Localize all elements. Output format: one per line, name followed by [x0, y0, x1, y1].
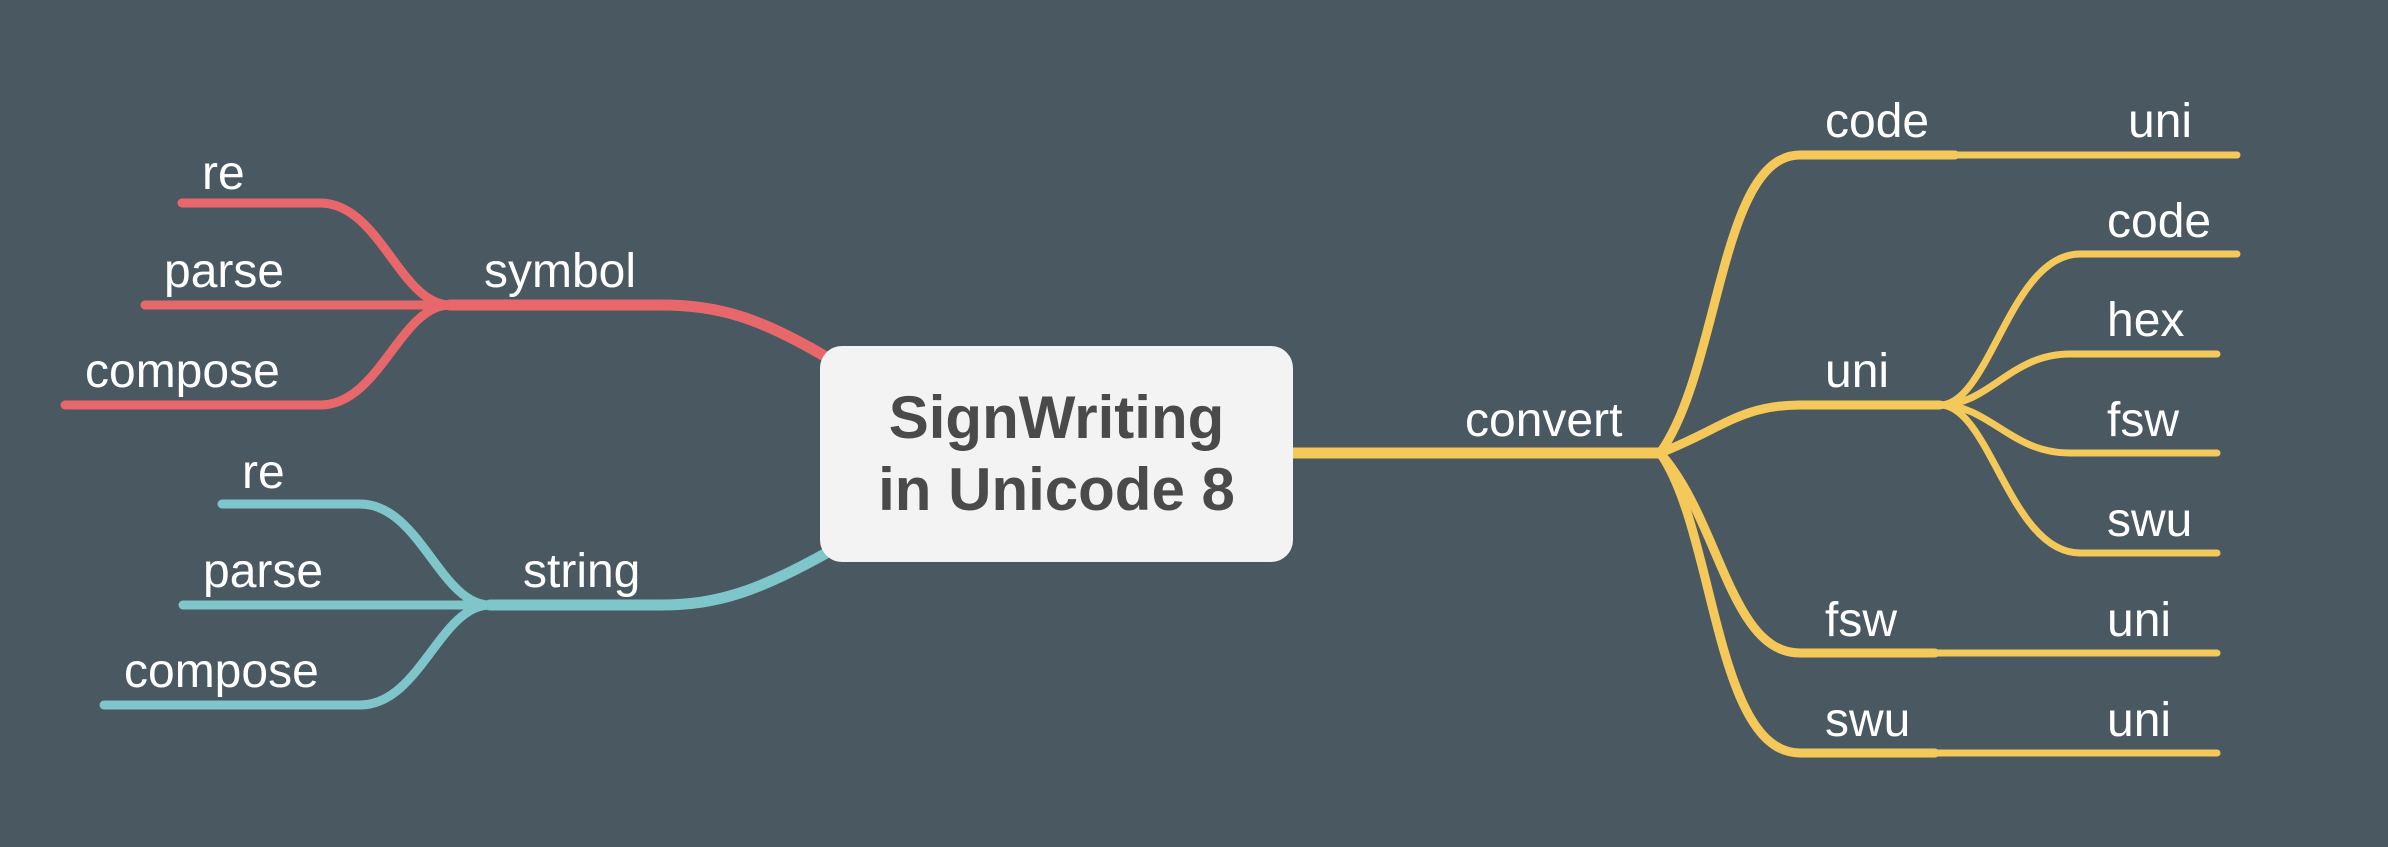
- topic-convert-uni[interactable]: uni: [1825, 345, 1890, 398]
- edge-convert-code: [1655, 150, 1960, 458]
- topic-symbol-parse[interactable]: parse: [164, 245, 285, 298]
- edge-uni-swu: [1936, 401, 2221, 557]
- topic-uni-code[interactable]: code: [2107, 195, 2212, 248]
- topic-symbol[interactable]: symbol: [484, 245, 637, 298]
- topic-uni-hex[interactable]: hex: [2107, 294, 2185, 347]
- topic-code-uni[interactable]: uni: [2128, 95, 2193, 148]
- edge-symbol-compose: [60, 300, 455, 410]
- topic-string-compose[interactable]: compose: [124, 645, 319, 698]
- edge-symbol-re: [177, 198, 455, 310]
- central-topic-node[interactable]: SignWriting in Unicode 8: [820, 346, 1293, 562]
- central-topic-line-1: SignWriting: [888, 384, 1225, 451]
- topic-uni-fsw[interactable]: fsw: [2107, 394, 2179, 447]
- topic-convert-fsw[interactable]: fsw: [1825, 594, 1897, 647]
- topic-string-re[interactable]: re: [242, 446, 285, 499]
- edge-center-string: [484, 544, 838, 611]
- topic-symbol-re[interactable]: re: [202, 147, 245, 200]
- central-topic-line-2: in Unicode 8: [878, 456, 1235, 523]
- edge-uni-fsw: [1936, 401, 2221, 457]
- topic-convert-code[interactable]: code: [1825, 95, 1930, 148]
- topic-string[interactable]: string: [523, 545, 641, 598]
- edge-center-symbol: [444, 299, 834, 364]
- edge-string-compose: [99, 600, 495, 710]
- topic-symbol-compose[interactable]: compose: [85, 345, 280, 398]
- topic-fsw-uni[interactable]: uni: [2107, 594, 2172, 647]
- edge-uni-hex: [1936, 350, 2221, 409]
- topic-string-parse[interactable]: parse: [203, 545, 324, 598]
- topic-convert[interactable]: convert: [1465, 394, 1623, 447]
- edge-uni-code: [1936, 250, 2241, 409]
- edge-convert-fsw: [1655, 448, 1940, 658]
- edge-convert-swu: [1655, 448, 1940, 758]
- central-topic-title: SignWriting in Unicode 8: [878, 382, 1235, 526]
- topic-convert-swu[interactable]: swu: [1825, 694, 1911, 747]
- topic-swu-uni[interactable]: uni: [2107, 694, 2172, 747]
- edge-convert-uni: [1655, 400, 1945, 458]
- edge-string-re: [217, 499, 495, 610]
- topic-uni-swu[interactable]: swu: [2107, 494, 2193, 547]
